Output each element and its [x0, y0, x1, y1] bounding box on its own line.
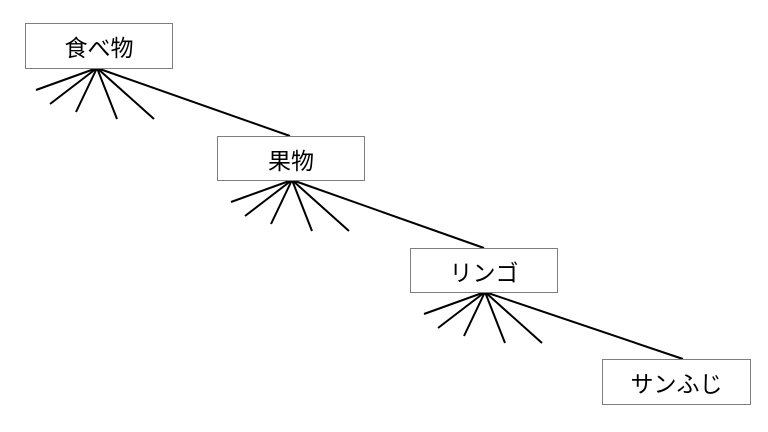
branch-line	[484, 291, 543, 344]
branch-line	[484, 291, 506, 344]
node-food[interactable]: 食べ物	[25, 23, 173, 69]
branch-line	[437, 291, 486, 329]
branch-line	[35, 67, 98, 91]
connector-line	[291, 179, 485, 249]
branch-line	[463, 291, 486, 337]
connector-line	[96, 67, 291, 137]
branch-line	[230, 179, 293, 203]
node-fruit[interactable]: 果物	[217, 136, 365, 181]
branch-line	[96, 67, 155, 120]
branch-line	[244, 179, 293, 217]
node-sunfuji[interactable]: サンふじ	[602, 359, 751, 405]
branch-line	[96, 67, 118, 120]
branch-line	[291, 179, 313, 232]
branch-line	[270, 179, 293, 225]
branch-line	[423, 291, 486, 315]
branch-line	[75, 67, 98, 113]
branch-line	[291, 179, 350, 232]
node-apple[interactable]: リンゴ	[410, 248, 558, 293]
branch-line	[49, 67, 98, 105]
connector-line	[484, 291, 684, 360]
